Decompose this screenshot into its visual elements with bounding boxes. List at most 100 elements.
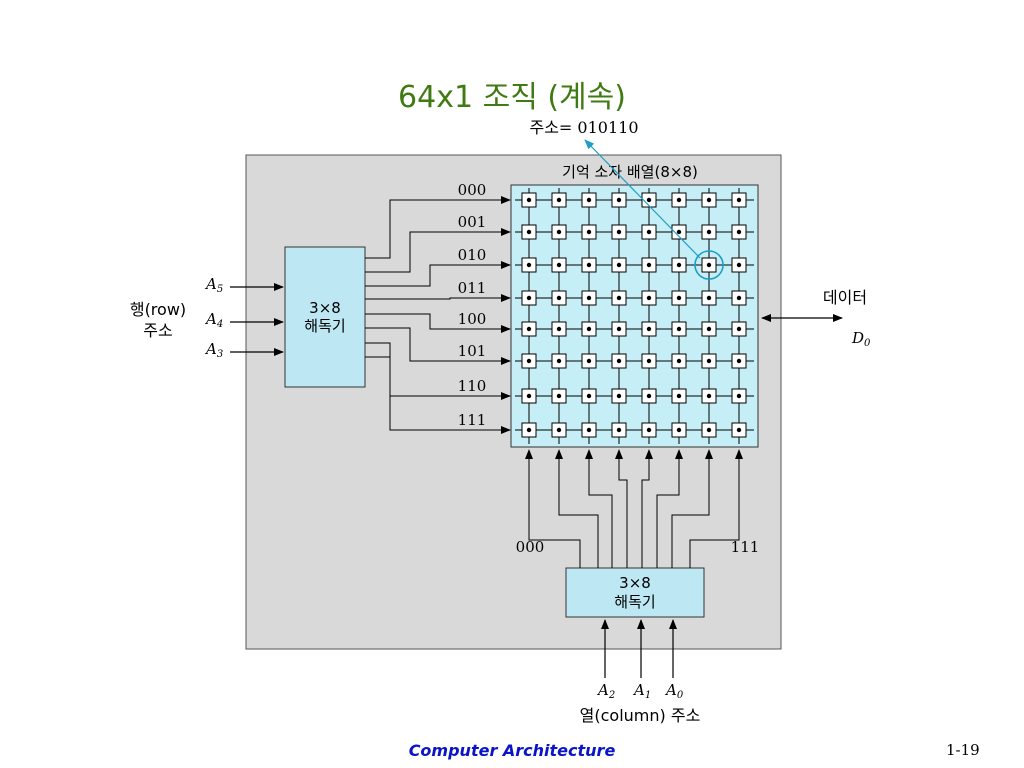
- col-decoder-label-2: 해독기: [614, 593, 655, 611]
- column-select-line: [525, 449, 581, 568]
- memory-cell-dot: [526, 262, 532, 268]
- data-label: 데이터: [823, 288, 867, 307]
- memory-cell-dot: [586, 197, 592, 203]
- memory-cell-dot: [676, 229, 682, 235]
- memory-cell-dot: [556, 393, 562, 399]
- memory-cell-dot: [736, 326, 742, 332]
- memory-cell-dot: [676, 358, 682, 364]
- row-select-line: [365, 327, 511, 365]
- memory-cell-dot: [706, 229, 712, 235]
- col-code-last: 111: [731, 538, 760, 556]
- memory-cell-dot: [526, 197, 532, 203]
- memory-cell-dot: [736, 229, 742, 235]
- memory-cell-dot: [616, 262, 622, 268]
- column-address-input-label: A1: [632, 681, 651, 701]
- row-decoder-label-1: 3×8: [309, 299, 341, 317]
- memory-cell-dot: [706, 197, 712, 203]
- memory-cell-dot: [556, 326, 562, 332]
- memory-cell-dot: [526, 358, 532, 364]
- memory-cell-dot: [646, 427, 652, 433]
- memory-cell-dot: [526, 295, 532, 301]
- row-select-line: [365, 294, 511, 302]
- memory-cell-dot: [736, 262, 742, 268]
- address-pointer-arrow: [584, 139, 701, 259]
- memory-cell-dot: [646, 358, 652, 364]
- memory-cell-dot: [676, 197, 682, 203]
- memory-cell-dot: [676, 262, 682, 268]
- memory-array: [510, 184, 759, 448]
- column-decoder: [565, 567, 705, 618]
- row-decoder-label-2: 해독기: [304, 317, 345, 335]
- memory-cell-dot: [556, 295, 562, 301]
- memory-cell-dot: [736, 295, 742, 301]
- row-select-line: [365, 261, 511, 287]
- memory-cell-dot: [736, 197, 742, 203]
- row-select-line: [365, 356, 511, 434]
- memory-cell-dot: [616, 393, 622, 399]
- row-code-label: 100: [458, 310, 487, 328]
- row-address-label-2: 주소: [143, 321, 172, 340]
- memory-cell-dot: [556, 427, 562, 433]
- memory-cell-dot: [706, 326, 712, 332]
- address-label: 주소= 010110: [529, 118, 638, 137]
- row-decoder: [284, 246, 366, 388]
- row-code-label: 011: [458, 279, 487, 297]
- column-select-line: [615, 449, 628, 568]
- column-select-line: [555, 449, 599, 568]
- memory-cell-dot: [646, 295, 652, 301]
- memory-cell-dot: [736, 427, 742, 433]
- memory-cell-dot: [706, 427, 712, 433]
- memory-cell-dot: [646, 229, 652, 235]
- memory-cell-dot: [616, 326, 622, 332]
- memory-cell-dot: [556, 358, 562, 364]
- memory-cell-dot: [736, 393, 742, 399]
- row-code-label: 010: [458, 246, 487, 264]
- col-code-first: 000: [516, 538, 545, 556]
- memory-cell-dot: [586, 326, 592, 332]
- memory-cell-dot: [556, 197, 562, 203]
- data-output-label: D0: [851, 329, 871, 349]
- row-code-label: 110: [458, 377, 487, 395]
- column-address-input-label: A2: [596, 681, 615, 701]
- memory-cell-dot: [586, 393, 592, 399]
- memory-cell-dot: [586, 358, 592, 364]
- memory-cell-dot: [526, 427, 532, 433]
- memory-cell-dot: [676, 295, 682, 301]
- footer-course-title: Computer Architecture: [408, 741, 616, 760]
- memory-cell-dot: [646, 326, 652, 332]
- memory-cell-dot: [646, 393, 652, 399]
- row-select-line: [365, 196, 511, 259]
- selected-cell-highlight: [694, 250, 724, 280]
- column-select-lines: [525, 449, 743, 568]
- col-address-label: 열(column) 주소: [580, 706, 701, 725]
- memory-cell-dot: [526, 229, 532, 235]
- memory-cell-dot: [706, 393, 712, 399]
- row-code-label: 001: [458, 213, 487, 231]
- row-select-lines: [365, 196, 511, 434]
- memory-cell-dot: [706, 358, 712, 364]
- memory-cell-dot: [586, 295, 592, 301]
- memory-cell-dot: [616, 358, 622, 364]
- row-select-line: [365, 228, 511, 273]
- memory-cell-dot: [646, 262, 652, 268]
- column-select-line: [641, 449, 653, 568]
- page-number: 1-19: [946, 741, 980, 759]
- memory-cell-dot: [556, 229, 562, 235]
- memory-cell-dot: [676, 326, 682, 332]
- row-address-label-1: 행(row): [130, 300, 186, 319]
- column-select-line: [671, 449, 713, 568]
- cell-grid: [515, 188, 754, 444]
- memory-cell-dot: [616, 229, 622, 235]
- memory-cell-dot: [616, 295, 622, 301]
- row-address-input-label: A4: [204, 310, 223, 330]
- memory-cell-dot: [676, 427, 682, 433]
- memory-cell-dot: [526, 393, 532, 399]
- column-select-line: [585, 449, 613, 568]
- memory-cell-dot: [646, 197, 652, 203]
- col-decoder-label-1: 3×8: [619, 574, 651, 592]
- memory-cell-dot: [616, 197, 622, 203]
